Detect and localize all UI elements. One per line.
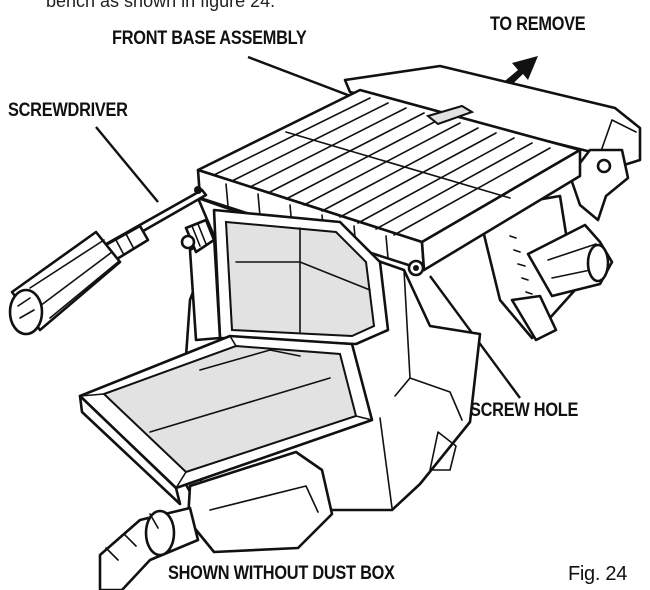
front-base-assembly-label: FRONT BASE ASSEMBLY	[112, 28, 307, 49]
bracket-bolt	[596, 158, 612, 174]
table-latch	[425, 104, 475, 126]
caption-cut-text: bench as shown in figure 24.	[46, 0, 276, 11]
knob-end	[586, 243, 610, 283]
screw-hole-center	[413, 265, 419, 271]
screwdriver-label: SCREWDRIVER	[8, 100, 128, 121]
shown-without-dust-box-label: SHOWN WITHOUT DUST BOX	[168, 563, 395, 584]
screwdriver-handle-end	[8, 288, 44, 336]
screw-hole-label: SCREW HOLE	[470, 400, 579, 421]
tray-floor	[102, 344, 358, 474]
bevel-scale	[476, 194, 577, 340]
screwdriver-leader	[95, 126, 159, 203]
hose-coupling	[144, 509, 176, 557]
tray-front-lip	[78, 394, 182, 506]
right-lower-leg	[510, 294, 558, 342]
to-remove-label: TO REMOVE	[490, 14, 586, 35]
left-screw-hole	[194, 186, 202, 194]
figure-number-label: Fig. 24	[568, 563, 628, 585]
table-right-edge	[420, 148, 582, 272]
thumbscrew-head	[180, 234, 196, 250]
table-ribs	[213, 97, 551, 259]
